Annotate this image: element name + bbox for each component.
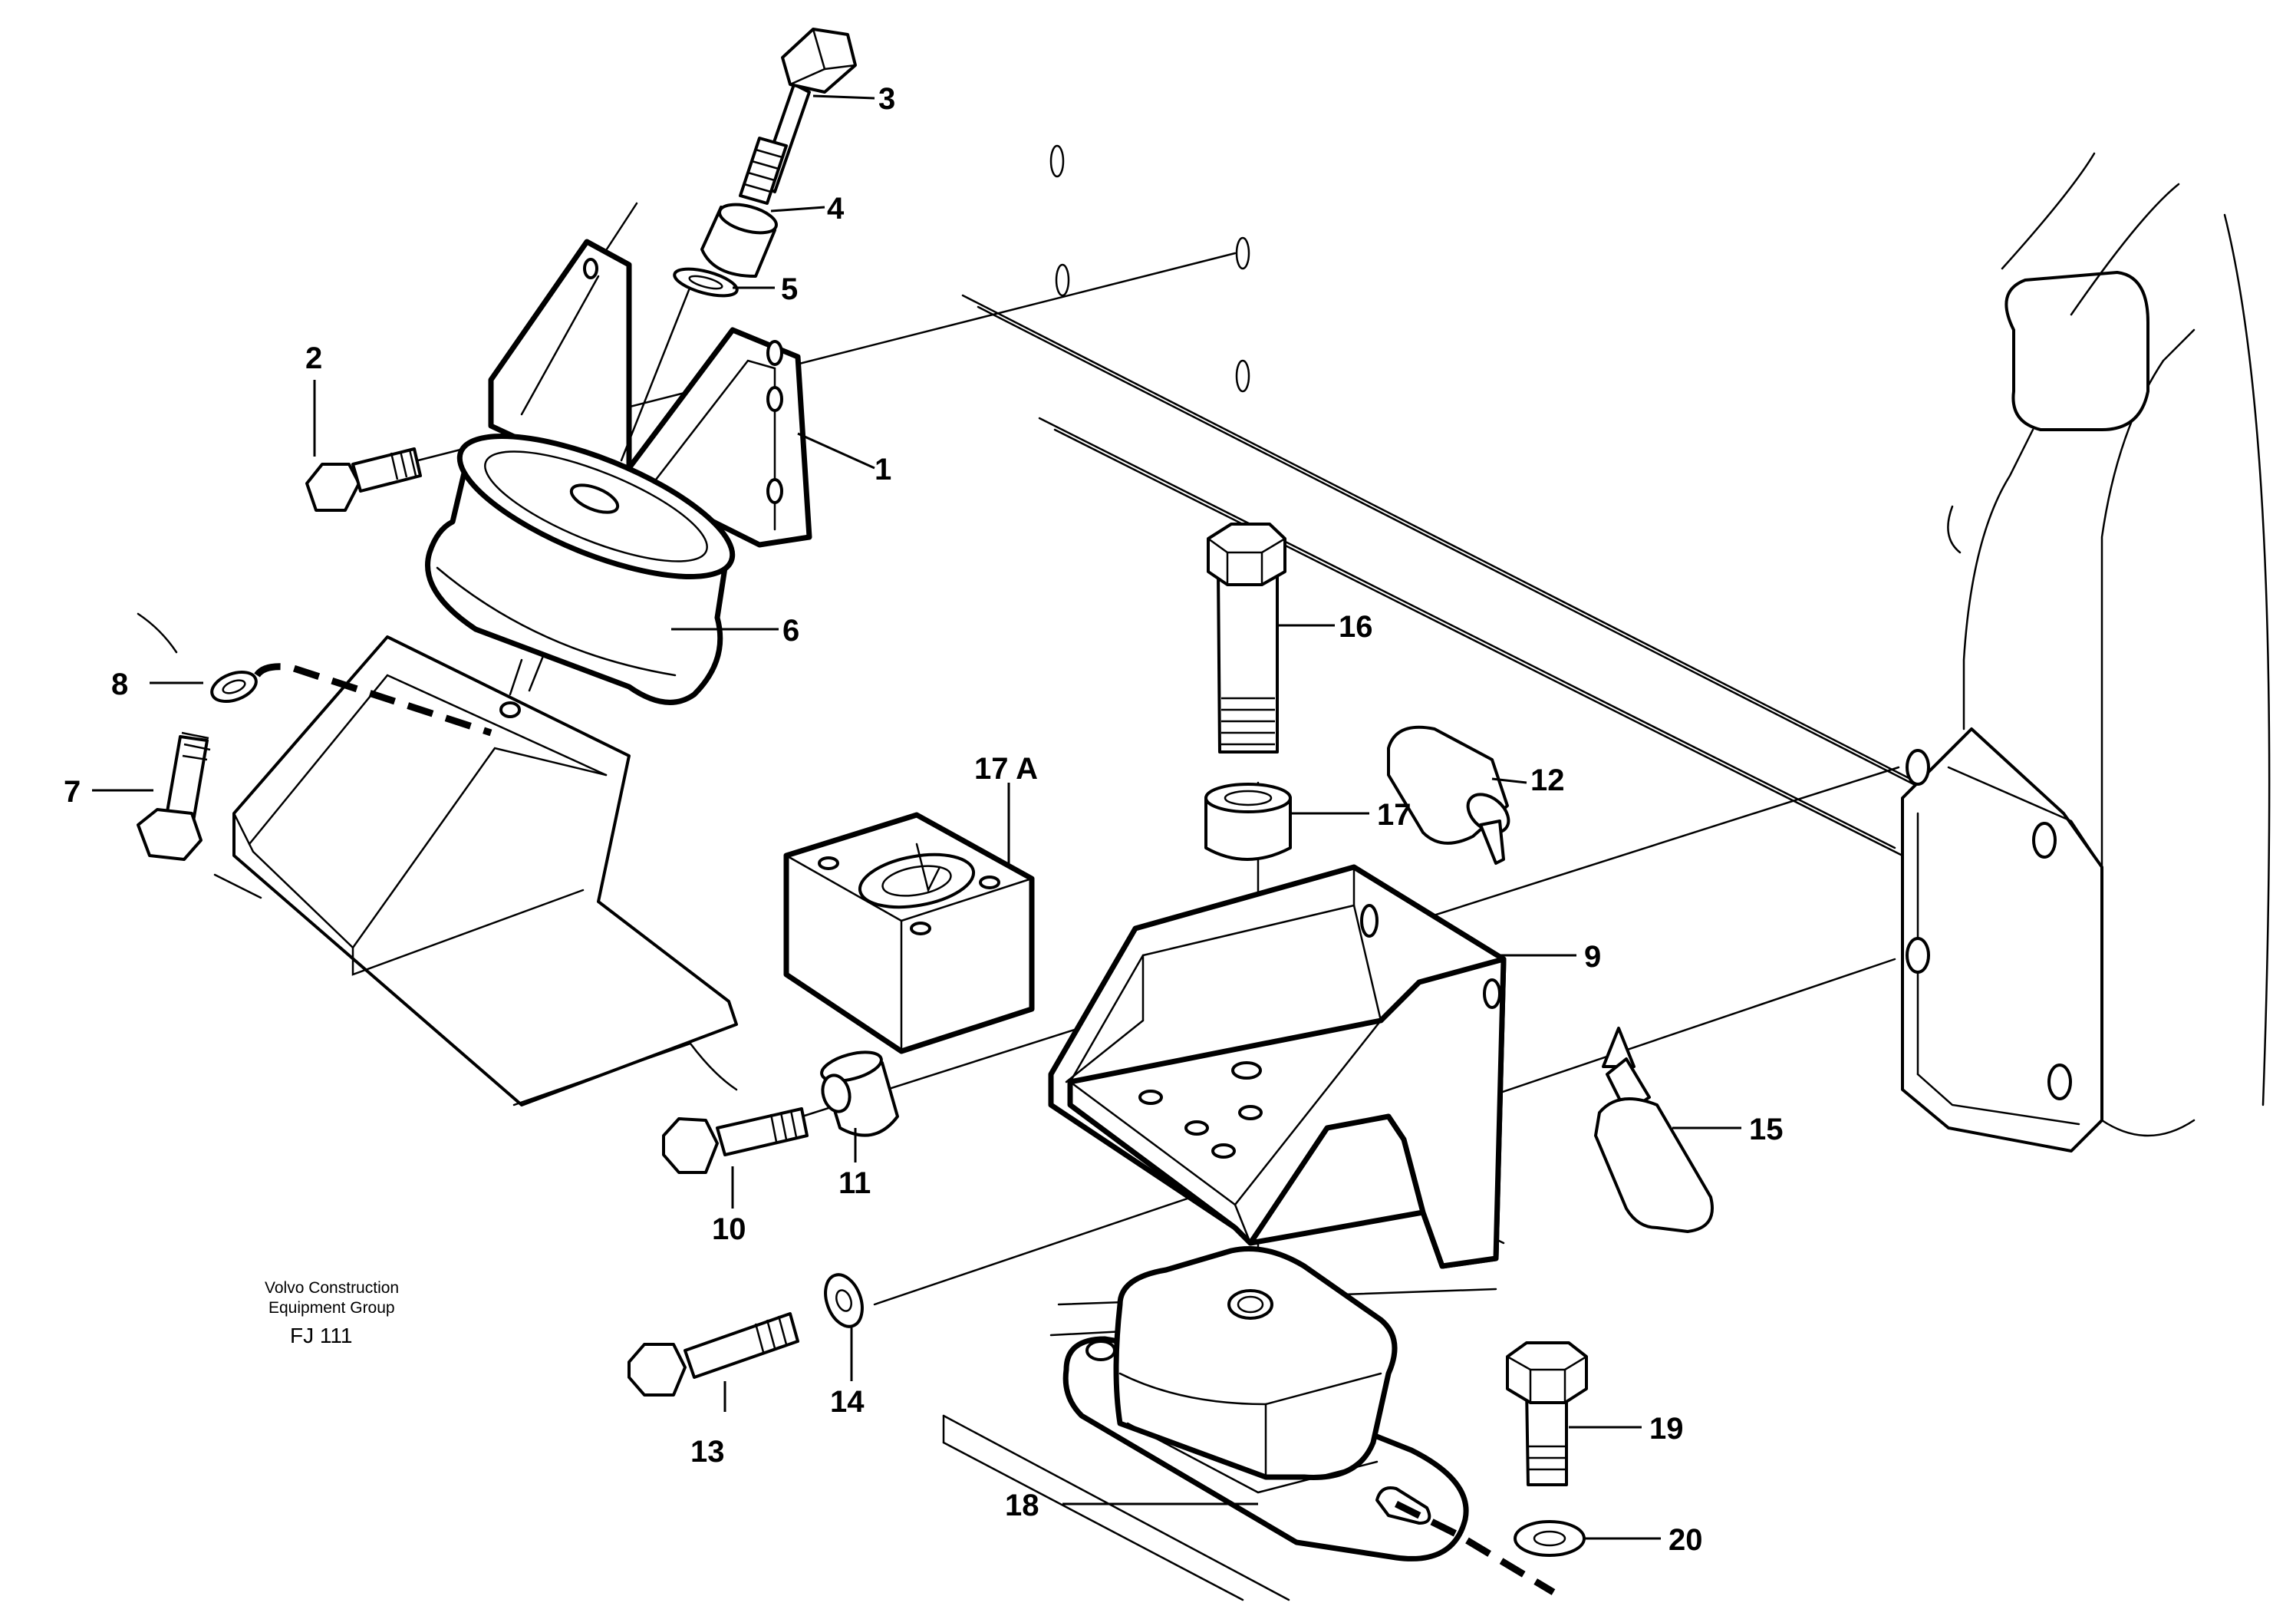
frame-clips (1049, 144, 1250, 393)
part-17-spacer (1204, 783, 1292, 861)
callout-16: 16 (1339, 610, 1373, 644)
part-5-washer (620, 267, 739, 462)
callout-18: 18 (1005, 1489, 1039, 1522)
part-8-washer (210, 671, 258, 703)
callout-10: 10 (712, 1212, 746, 1246)
part-19-bolt (1506, 1341, 1588, 1486)
callouts: 1 2 3 4 5 6 7 8 9 10 11 12 13 14 15 16 1… (64, 82, 1784, 1557)
callout-3: 3 (878, 82, 895, 116)
connector-8-dash (254, 663, 492, 737)
callout-20: 20 (1668, 1523, 1703, 1557)
part-11-spacer (820, 1050, 899, 1137)
caption-line-1: Volvo Construction (265, 1279, 399, 1297)
part-3-bolt (739, 28, 857, 205)
part-4-spacer (700, 203, 778, 278)
caption-line-2: Equipment Group (268, 1299, 395, 1317)
callout-4: 4 (827, 192, 845, 226)
part-17a-block (783, 812, 1035, 1054)
callout-15: 15 (1749, 1113, 1784, 1146)
part-7-bolt (137, 731, 211, 861)
part-13-bolt (628, 1312, 799, 1397)
callout-17: 17 (1377, 798, 1412, 832)
part-15-tube (1594, 1027, 1714, 1233)
part-16-bolt (1207, 523, 1286, 754)
connector-18-dash (1394, 1500, 1556, 1595)
part-18-engine-mount (1062, 1246, 1469, 1561)
callout-7: 7 (64, 775, 81, 809)
callout-9: 9 (1584, 940, 1601, 974)
part-2-bolt (305, 447, 422, 512)
callout-14: 14 (830, 1385, 865, 1419)
callout-8: 8 (111, 668, 128, 701)
chassis-bracket (137, 612, 738, 1106)
leader-lines (92, 94, 1741, 1540)
publisher-caption: Volvo Construction Equipment Group FJ 11… (265, 1279, 399, 1347)
callout-13: 13 (690, 1435, 725, 1469)
part-9-engine-bracket (1048, 864, 1507, 1269)
callout-6: 6 (782, 614, 799, 648)
part-6-rubber-mount (425, 434, 736, 705)
engine-housing (1901, 152, 2271, 1153)
callout-19: 19 (1649, 1412, 1684, 1446)
part-12-cartridge (1387, 725, 1510, 865)
callout-12: 12 (1530, 763, 1565, 797)
part-20-washer (1514, 1520, 1586, 1557)
part-10-bolt (662, 1107, 809, 1174)
callout-11: 11 (838, 1166, 871, 1200)
callout-17a: 17 A (974, 752, 1038, 786)
callout-2: 2 (305, 341, 322, 375)
part-14-washer (824, 1273, 864, 1328)
callout-1: 1 (875, 453, 891, 486)
figure-code: FJ 111 (290, 1324, 352, 1347)
callout-5: 5 (781, 272, 798, 306)
